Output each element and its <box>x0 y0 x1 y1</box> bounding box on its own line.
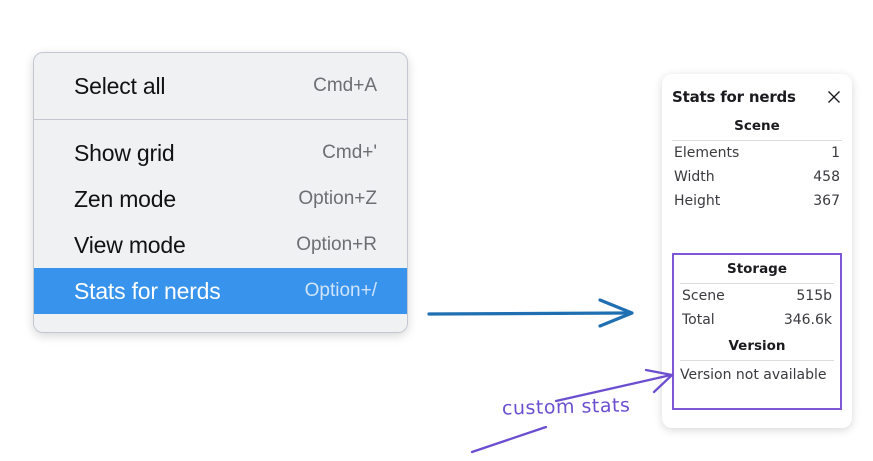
context-menu-group-view: Show grid Cmd+' Zen mode Option+Z View m… <box>34 120 407 332</box>
custom-stats-highlight-box: Storage Scene 515b Total 346.6k Version … <box>672 253 842 410</box>
stats-for-nerds-panel: Stats for nerds Scene Elements 1 Width 4… <box>662 74 852 428</box>
stat-value: 1 <box>831 145 840 161</box>
custom-stats-annotation-label: custom stats <box>501 394 631 420</box>
stat-row-elements: Elements 1 <box>670 141 844 165</box>
stat-key: Height <box>674 193 721 209</box>
stat-key: Width <box>674 169 715 185</box>
stat-key: Total <box>682 312 715 328</box>
menu-item-shortcut: Cmd+' <box>322 142 377 163</box>
menu-item-label: Select all <box>74 72 166 99</box>
section-rule <box>672 140 842 141</box>
menu-item-shortcut: Option+R <box>296 234 377 255</box>
menu-item-label: Zen mode <box>74 185 176 212</box>
stat-row-storage-scene: Scene 515b <box>678 284 836 308</box>
menu-item-shortcut: Cmd+A <box>313 75 377 96</box>
stats-panel-title: Stats for nerds <box>672 88 796 106</box>
menu-item-stats-for-nerds[interactable]: Stats for nerds Option+/ <box>34 268 407 314</box>
menu-item-show-grid[interactable]: Show grid Cmd+' <box>34 130 407 176</box>
stat-key: Scene <box>682 288 725 304</box>
menu-item-label: Stats for nerds <box>74 277 221 304</box>
menu-item-select-all[interactable]: Select all Cmd+A <box>34 63 407 109</box>
menu-divider <box>34 119 407 120</box>
menu-item-shortcut: Option+/ <box>304 280 377 301</box>
context-menu-group-edit: Select all Cmd+A <box>34 53 407 119</box>
section-heading-scene: Scene <box>734 118 780 134</box>
stat-value: 346.6k <box>783 312 832 328</box>
context-menu[interactable]: Select all Cmd+A Show grid Cmd+' Zen mod… <box>33 52 408 333</box>
stat-value: 367 <box>813 193 840 209</box>
stat-value: 458 <box>813 169 840 185</box>
stat-value: 515b <box>796 288 832 304</box>
version-value: Version not available <box>680 367 827 383</box>
stat-key: Elements <box>674 145 740 161</box>
close-icon[interactable] <box>826 89 842 105</box>
section-heading-version: Version <box>728 338 786 354</box>
stat-row-width: Width 458 <box>670 165 844 189</box>
section-rule <box>680 360 834 361</box>
section-heading-storage: Storage <box>726 261 788 277</box>
stat-row-height: Height 367 <box>670 189 844 213</box>
menu-item-zen-mode[interactable]: Zen mode Option+Z <box>34 176 407 222</box>
menu-item-shortcut: Option+Z <box>298 188 377 209</box>
menu-item-view-mode[interactable]: View mode Option+R <box>34 222 407 268</box>
stat-row-storage-total: Total 346.6k <box>678 308 836 332</box>
stats-panel-header: Stats for nerds <box>670 74 844 112</box>
purple-underline-stroke <box>470 425 548 454</box>
menu-item-label: View mode <box>74 231 186 258</box>
blue-arrow-icon <box>427 298 634 328</box>
menu-item-label: Show grid <box>74 139 175 166</box>
section-rule <box>680 283 834 284</box>
menu-bottom-spacer <box>34 314 407 332</box>
